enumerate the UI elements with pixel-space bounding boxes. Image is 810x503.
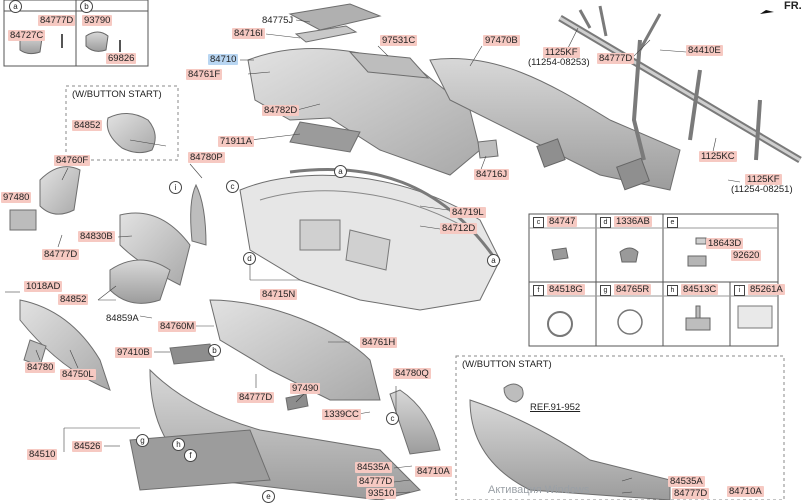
part-label-1125kf-b[interactable]: 1125KF [745,174,782,185]
center-lower-panel [209,299,381,401]
top-cover [288,3,382,31]
callout-b: b [208,344,221,357]
part-label-97480[interactable]: 97480 [1,192,32,203]
part-label-84712d[interactable]: 84712D [440,223,478,234]
part-label-84777d-e[interactable]: 84777D [672,488,710,499]
part-label-71911a[interactable]: 71911A [218,136,255,147]
range-note-a: (11254-08253) [528,57,590,68]
part-label-84727c[interactable]: 84727C [8,30,46,41]
side-cover-left [39,166,81,215]
part-label-1125kf-a[interactable]: 1125KF [543,47,580,58]
side-panel-84780q [389,389,441,455]
part-label-84710[interactable]: 84710 [208,54,239,65]
callout-a: a [334,165,347,178]
part-label-84777d-d[interactable]: 84777D [357,476,395,487]
part-label-84535a-a[interactable]: 84535A [355,462,392,473]
lower-cover [119,212,191,286]
part-label-97410b[interactable]: 97410B [115,347,152,358]
part-label-84852-b[interactable]: 84852 [58,294,89,305]
part-label-84830b[interactable]: 84830B [78,231,115,242]
legend-part-18643d[interactable]: 18643D [706,238,744,249]
part-label-84780p[interactable]: 84780P [188,152,225,163]
callout-a-box: a [9,0,22,13]
ref-note[interactable]: REF.91-952 [530,402,581,413]
part-label-84410e[interactable]: 84410E [686,45,723,56]
wbutton-start-note-top: (W/BUTTON START) [72,89,162,100]
part-label-97490[interactable]: 97490 [290,383,321,394]
part-label-84719l[interactable]: 84719L [450,207,486,218]
part-label-84716i[interactable]: 84716I [232,28,266,39]
part-label-84852-a[interactable]: 84852 [72,120,103,131]
callout-h: h [172,438,185,451]
part-label-84710a-b[interactable]: 84710A [727,486,764,497]
wbutton-start-note-bottom: (W/BUTTON START) [462,359,552,370]
range-note-b: (11254-08251) [731,184,793,195]
part-label-84535a-b[interactable]: 84535A [668,476,705,487]
part-label-84710a-a[interactable]: 84710A [415,466,452,477]
part-label-84775j[interactable]: 84775J [262,15,294,26]
part-label-84859a[interactable]: 84859A [106,313,139,324]
callout-g: g [136,434,149,447]
callout-c: c [226,180,239,193]
part-label-84780q[interactable]: 84780Q [393,368,431,379]
windows-activation-watermark: Активация Windows [488,484,590,496]
callout-e: e [262,490,275,503]
callout-d: d [243,252,256,265]
part-label-84777d-c[interactable]: 84777D [237,392,275,403]
part-label-84777d-a[interactable]: 84777D [597,53,635,64]
knee-bolster-cover [109,259,171,304]
part-label-84780[interactable]: 84780 [25,362,56,373]
part-label-84760m[interactable]: 84760M [158,321,197,332]
part-label-84782d[interactable]: 84782D [262,105,300,116]
part-label-93790[interactable]: 93790 [82,15,113,26]
part-label-1339cc[interactable]: 1339CC [322,409,361,420]
wbutton-box-bottom [455,355,785,500]
part-label-84760f[interactable]: 84760F [54,155,91,166]
legend-part-92620[interactable]: 92620 [731,250,762,261]
part-label-84777d-box[interactable]: 84777D [38,15,76,26]
legend-table [528,213,779,347]
front-arrow-icon [760,10,774,14]
part-label-1125kc[interactable]: 1125KC [699,151,737,162]
part-label-1018ad[interactable]: 1018AD [24,281,63,292]
defrost-grille [348,51,430,79]
part-label-84716j[interactable]: 84716J [474,169,510,180]
wbutton-box-top [65,85,179,161]
pad-71911a [289,121,361,153]
callout-a-2: a [487,254,500,267]
air-duct [429,58,681,191]
part-label-84777d-b[interactable]: 84777D [42,249,80,260]
front-label: FR. [784,0,802,12]
part-label-97470b[interactable]: 97470B [483,35,520,46]
part-label-84510[interactable]: 84510 [27,449,58,460]
switch-bezel [106,113,156,154]
part-label-84750l[interactable]: 84750L [60,369,96,380]
glove-box [129,429,271,491]
clip-part-b [85,31,109,52]
part-label-84526[interactable]: 84526 [72,441,103,452]
part-label-97531c[interactable]: 97531C [380,35,418,46]
part-label-93510[interactable]: 93510 [366,488,397,499]
callout-c-2: c [386,412,399,425]
part-label-84715n[interactable]: 84715N [260,289,298,300]
part-label-84761f[interactable]: 84761F [186,69,223,80]
callout-b-box: b [80,0,93,13]
part-label-69826[interactable]: 69826 [106,53,137,64]
callout-i: i [169,181,182,194]
callout-f: f [184,449,197,462]
part-label-84761h[interactable]: 84761H [360,337,398,348]
legend-cell-e: e [667,216,681,228]
side-trim-84750l [19,299,111,391]
